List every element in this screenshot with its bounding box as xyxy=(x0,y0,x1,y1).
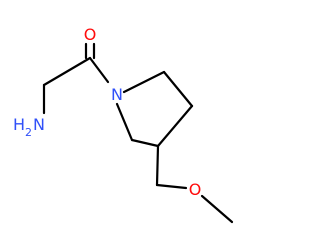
carbonyl-to-methylene-bond xyxy=(42,56,92,87)
atom-label-layer: O H 2 N N O xyxy=(13,25,201,199)
ether-oxygen-to-methyl-bond xyxy=(200,194,234,224)
ring-c4-to-methylene-bond xyxy=(155,144,160,187)
ring-c5-to-nitrogen-bond xyxy=(115,102,134,142)
carbonyl-oxygen-label: O xyxy=(84,25,97,44)
ring-nitrogen-to-c2-bond xyxy=(122,70,166,94)
amine-hydrogen-label: H xyxy=(13,115,25,134)
ring-nitrogen-label: N xyxy=(111,85,123,104)
ether-oxygen-label: O xyxy=(189,180,202,199)
chemical-structure-diagram: O H 2 N N O xyxy=(13,25,234,224)
bond-layer xyxy=(42,42,234,224)
ring-c3-to-c4-bond xyxy=(156,104,194,148)
ring-c4-to-c5-bond xyxy=(130,138,160,148)
amine-subscript-label: 2 xyxy=(25,126,32,139)
carbonyl-to-ring-nitrogen-bond xyxy=(88,56,110,84)
methylene-to-ether-oxygen-bond xyxy=(155,183,188,190)
ring-c2-to-c3-bond xyxy=(162,70,194,108)
amine-nitrogen-label: N xyxy=(33,115,45,134)
